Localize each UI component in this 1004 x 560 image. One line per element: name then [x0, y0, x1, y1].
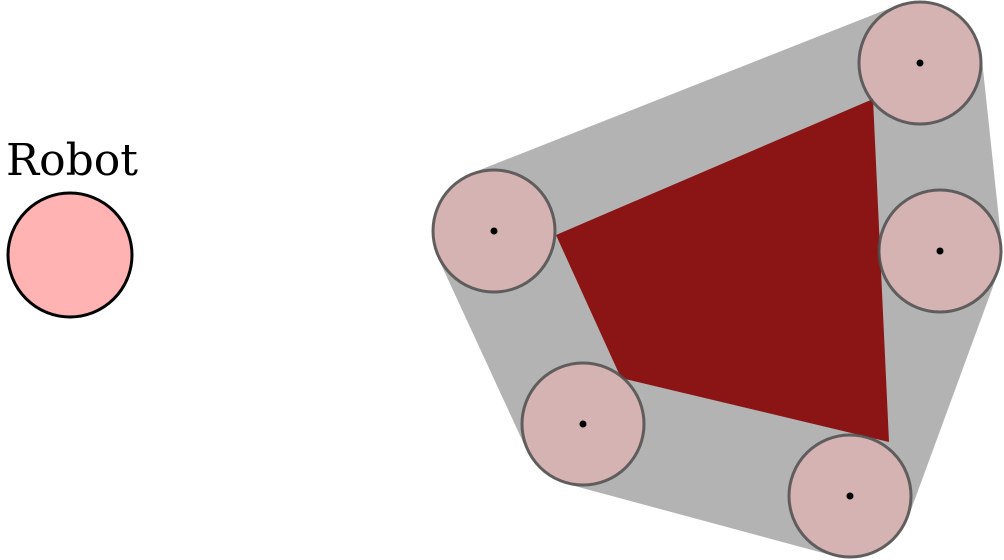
vertex-point	[916, 59, 924, 67]
vertex-point	[936, 247, 944, 255]
vertex-point	[490, 227, 498, 235]
vertex-point	[846, 492, 854, 500]
robot-disc	[6, 191, 134, 319]
vertex-points	[490, 59, 944, 500]
robot-label: Robot	[6, 135, 138, 186]
obstacle-polygon	[556, 99, 889, 442]
vertex-point	[579, 420, 587, 428]
